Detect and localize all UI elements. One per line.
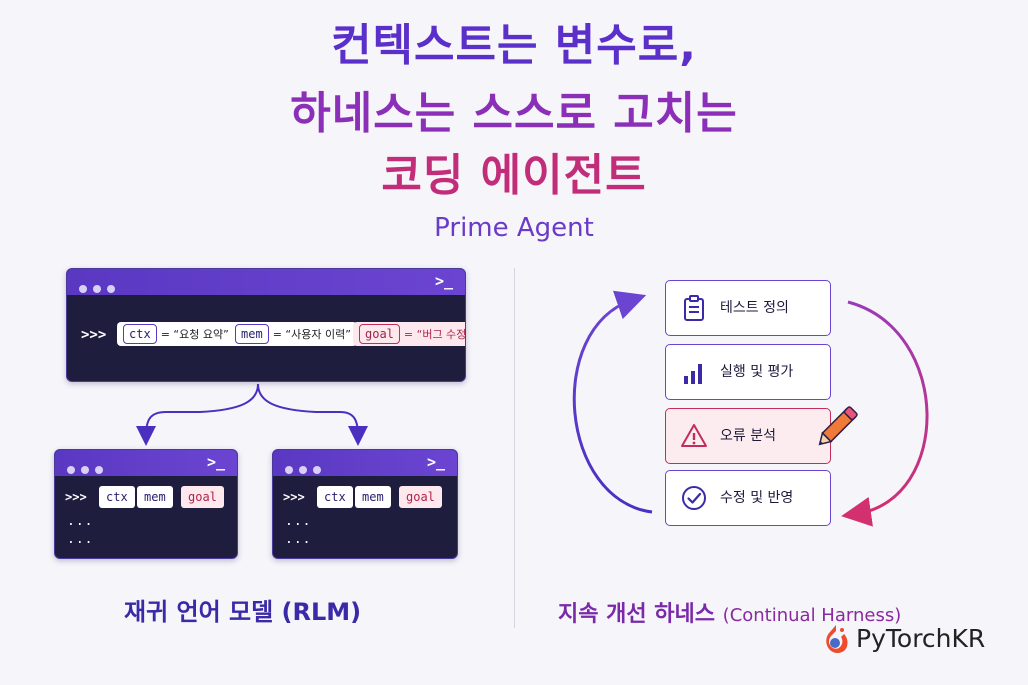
terminal-prompt-icon: >_ [426, 453, 445, 471]
ellipsis-line: ... [285, 532, 312, 547]
var-key: goal [359, 324, 400, 344]
var-chip-mem: mem= “사용자 이력” [229, 322, 357, 346]
step-define-tests: 테스트 정의 [665, 280, 831, 336]
brand-name: PyTorchKR [856, 624, 986, 653]
terminal-title-bar: >_ [55, 450, 237, 476]
title-line-1: 컨텍스트는 변수로, [331, 20, 697, 71]
ellipsis-line: ... [67, 514, 94, 529]
window-dots [79, 278, 121, 297]
clipboard-icon [684, 295, 704, 321]
var-key: ctx [123, 324, 157, 344]
chip-ctx: ctx [317, 486, 353, 508]
terminal-prompt-icon: >_ [206, 453, 225, 471]
sub-terminal-2: >_ >>> ctx mem goal ... ... [272, 449, 458, 559]
terminal-prompt-icon: >_ [434, 272, 453, 290]
pytorch-flame-icon [826, 625, 848, 653]
prompt-symbol: >>> [81, 327, 107, 343]
step-fix-apply: 수정 및 반영 [665, 470, 831, 526]
var-value: = “요청 요약” [160, 328, 229, 341]
center-divider [514, 268, 515, 628]
prompt-symbol: >>> [65, 490, 87, 504]
chip-goal: goal [399, 486, 442, 508]
chip-goal: goal [181, 486, 224, 508]
var-key: mem [235, 324, 269, 344]
main-terminal: >_ >>> ctx= “요청 요약” mem= “사용자 이력” goal= … [66, 268, 466, 382]
step-error-analysis: 오류 분석 [665, 408, 831, 464]
step-label: 수정 및 반영 [720, 490, 794, 506]
subtitle: Prime Agent [434, 213, 594, 243]
step-run-evaluate: 실행 및 평가 [665, 344, 831, 400]
ellipsis-line: ... [285, 514, 312, 529]
title-line-2: 하네스는 스스로 고치는 [290, 88, 738, 139]
ellipsis-line: ... [67, 532, 94, 547]
terminal-title-bar: >_ [273, 450, 457, 476]
step-label: 테스트 정의 [720, 300, 789, 316]
var-chip-goal: goal= “버그 수정” [353, 322, 466, 346]
var-value: = “버그 수정” [403, 328, 466, 341]
pencil-icon [818, 406, 858, 446]
chip-ctx: ctx [99, 486, 135, 508]
check-circle-icon [682, 486, 706, 510]
chip-mem: mem [355, 486, 391, 508]
title-line-3: 코딩 에이전트 [381, 150, 647, 201]
terminal-title-bar: >_ [67, 269, 465, 295]
left-caption: 재귀 언어 모델 (RLM) [124, 598, 362, 626]
right-caption: 지속 개선 하네스 (Continual Harness) [558, 596, 901, 628]
chip-mem: mem [137, 486, 173, 508]
var-value: = “사용자 이력” [272, 328, 351, 341]
sub-terminal-1: >_ >>> ctx mem goal ... ... [54, 449, 238, 559]
var-chip-ctx: ctx= “요청 요약” [117, 322, 235, 346]
warning-icon [681, 424, 707, 447]
window-dots [67, 459, 109, 478]
step-label: 실행 및 평가 [720, 364, 794, 380]
bar-chart-icon [684, 364, 702, 384]
prompt-symbol: >>> [283, 490, 305, 504]
right-caption-ko: 지속 개선 하네스 [558, 602, 715, 627]
window-dots [285, 459, 327, 478]
step-label: 오류 분석 [720, 428, 776, 444]
right-caption-en: (Continual Harness) [722, 605, 902, 626]
